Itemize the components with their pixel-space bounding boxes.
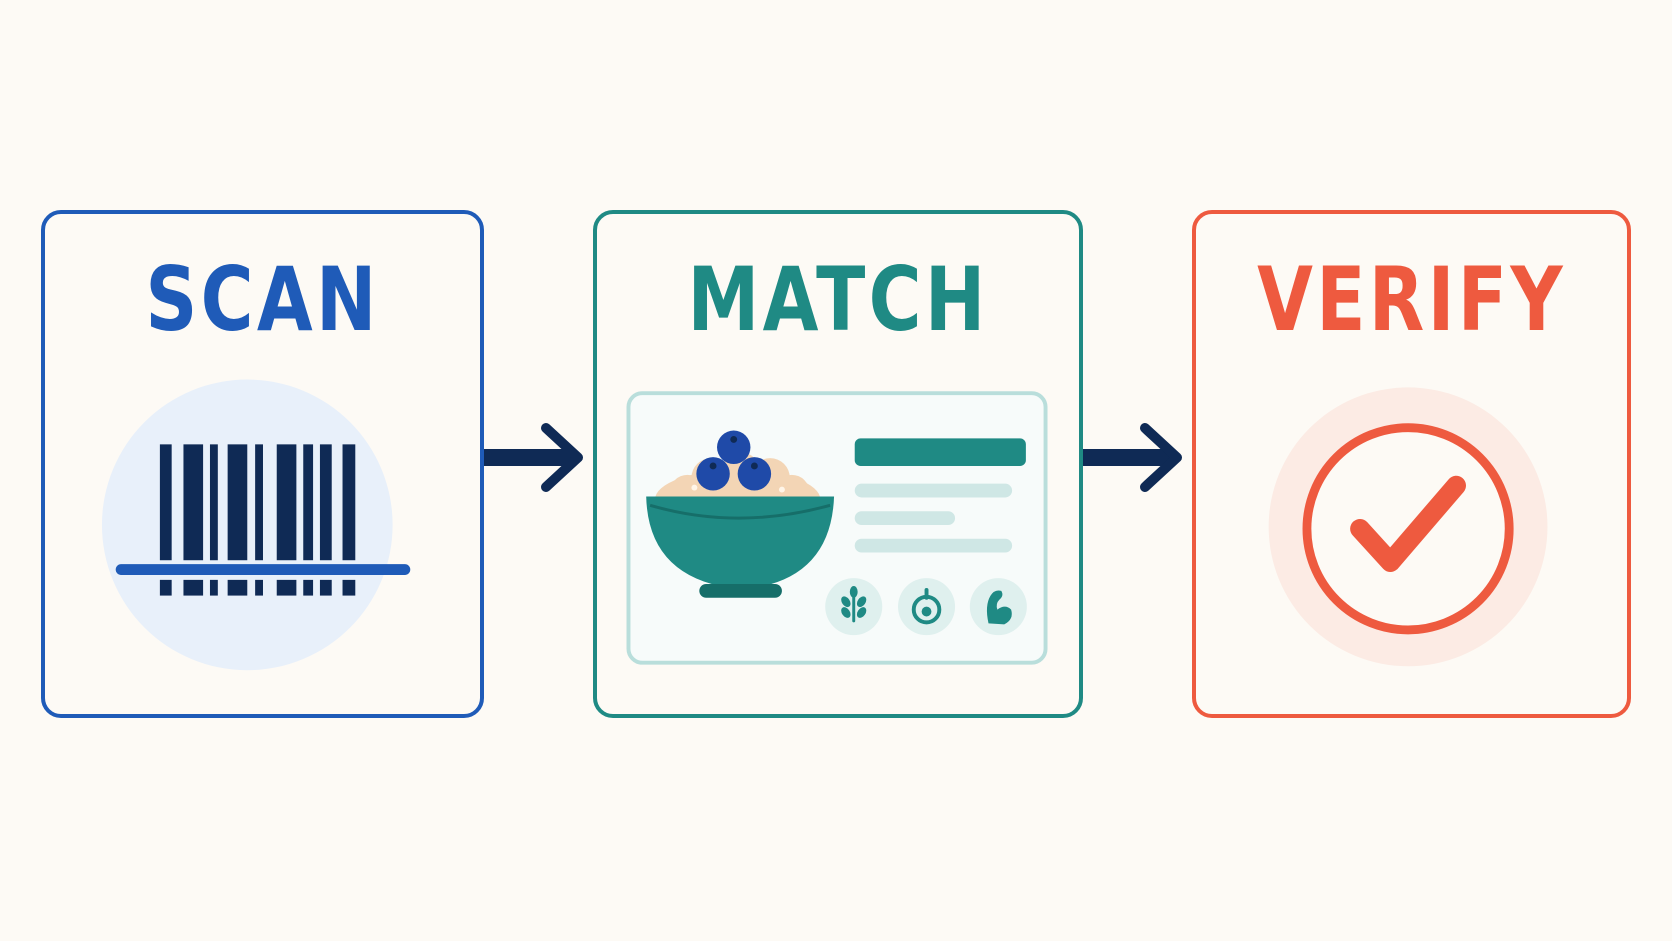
step-scan-title: SCAN (145, 248, 380, 351)
step-scan-panel: SCAN (41, 210, 484, 718)
wheat-icon (841, 585, 867, 623)
step-match-panel: MATCH (593, 210, 1083, 718)
arrow-right-icon (1083, 423, 1182, 492)
kettlebell-icon (911, 587, 942, 625)
barcode-icon (101, 379, 411, 671)
step-match-title: MATCH (687, 248, 989, 351)
step-verify-title: VERIFY (1257, 248, 1566, 351)
flexed-bicep-icon (986, 590, 1012, 625)
nutrition-card-icon (626, 391, 1048, 665)
arrow-right-icon (484, 423, 583, 492)
checkmark-circle-icon (1268, 387, 1548, 667)
step-verify-panel: VERIFY (1192, 210, 1631, 718)
